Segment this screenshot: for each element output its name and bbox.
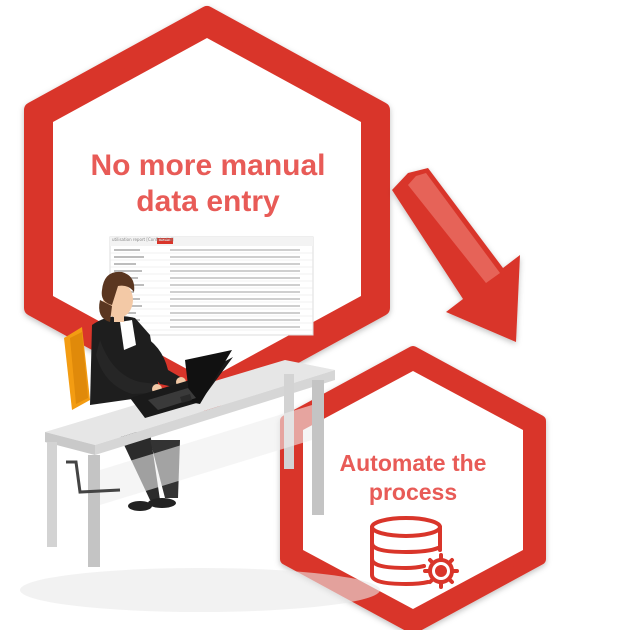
laptop	[130, 350, 233, 418]
headline-automate: Automate the process	[323, 449, 503, 507]
database-gear-icon	[370, 516, 459, 589]
headline-line-1: No more manual	[90, 149, 326, 182]
spreadsheet-tab-label: Refresh	[159, 238, 171, 242]
spreadsheet-card	[109, 236, 314, 336]
automate-line-1: Automate the	[339, 450, 487, 476]
floor-shadow	[20, 568, 380, 612]
headline-line-2: data entry	[136, 185, 280, 218]
office-chair	[64, 327, 90, 410]
headline-no-manual-entry: No more manual data entry	[78, 148, 338, 220]
spreadsheet-title: utilisation report [Confidential]	[112, 237, 174, 242]
small-hexagon	[280, 346, 546, 630]
automate-line-2: process	[368, 478, 458, 505]
arrow-down-right-icon	[392, 168, 520, 342]
spreadsheet-tab	[157, 238, 173, 244]
